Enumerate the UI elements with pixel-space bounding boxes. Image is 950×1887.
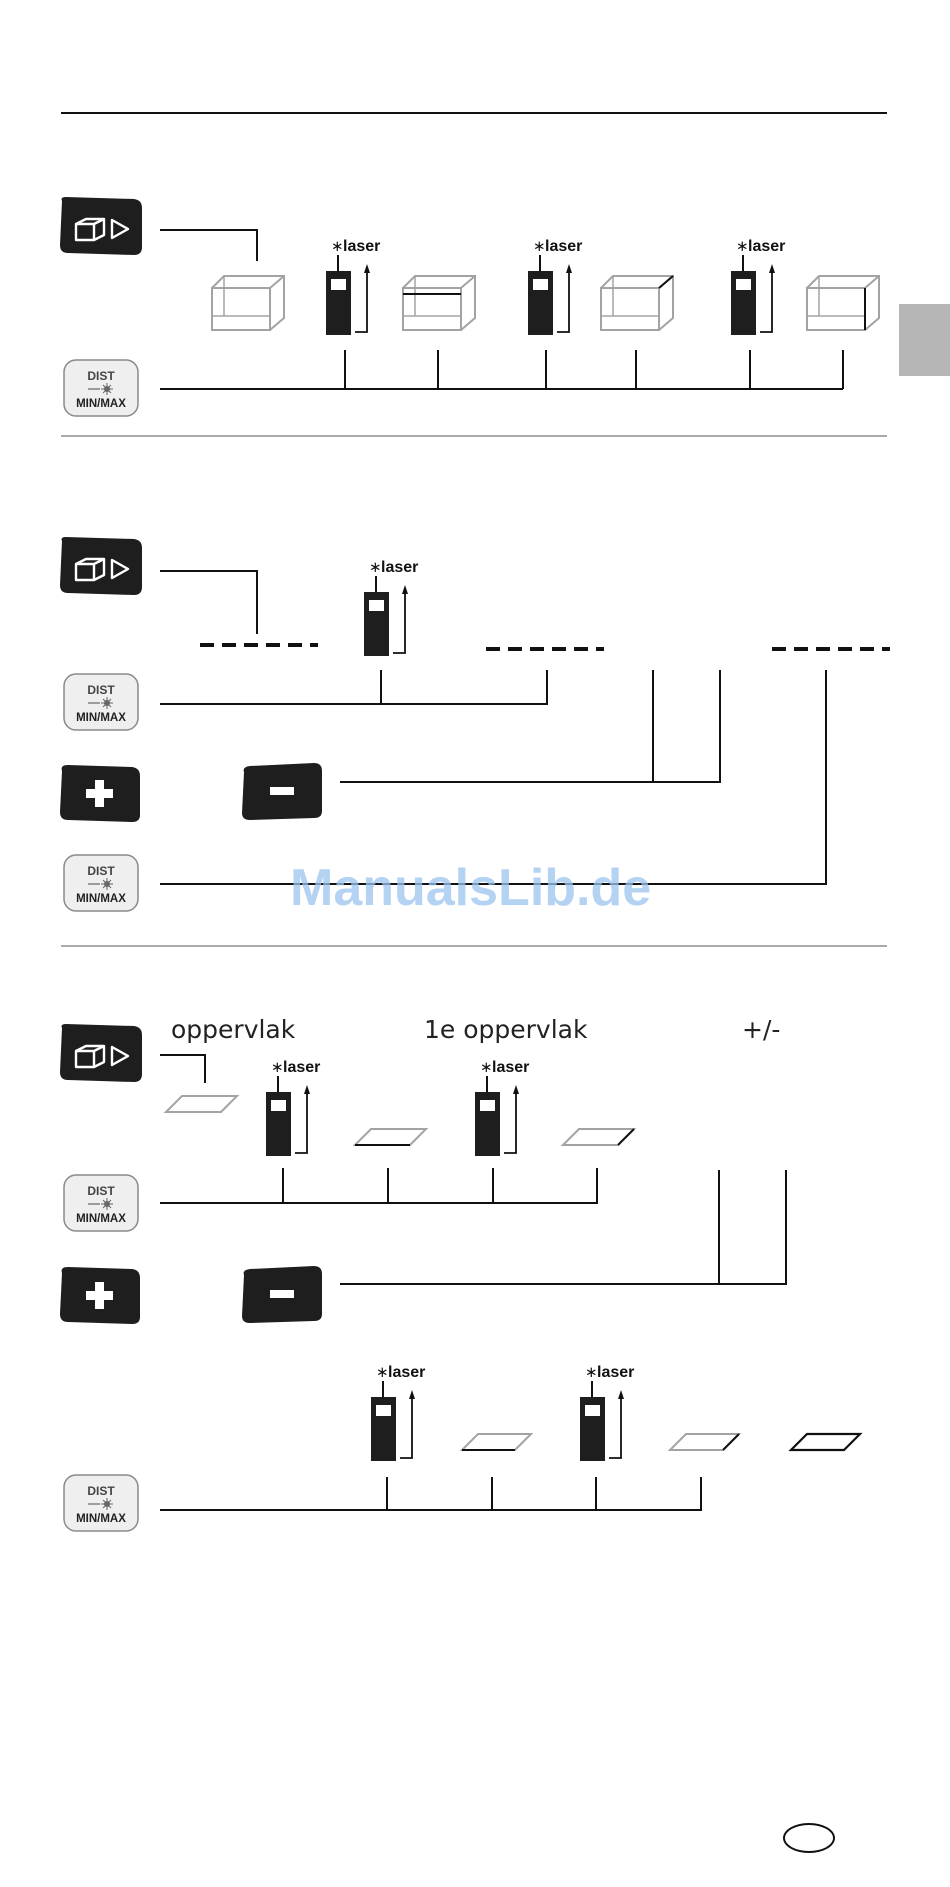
watermark: ManualsLib.de xyxy=(290,858,651,918)
volume-box-icon xyxy=(807,276,879,330)
plus-button xyxy=(60,765,140,822)
volume-box-icon xyxy=(212,276,284,330)
dist-minmax-button xyxy=(64,1175,138,1231)
country-badge xyxy=(783,1823,835,1853)
laser-device-icon xyxy=(475,1059,529,1156)
first-area-label: 1e oppervlak xyxy=(424,1015,587,1044)
dist-minmax-button xyxy=(64,674,138,730)
plus-button xyxy=(60,1267,140,1324)
dist-minmax-button xyxy=(64,1475,138,1531)
plus-minus-label: +/- xyxy=(742,1015,780,1044)
minus-button xyxy=(242,763,322,820)
dist-minmax-button xyxy=(64,855,138,911)
minus-button xyxy=(242,1266,322,1323)
area-label: oppervlak xyxy=(171,1015,295,1044)
laser-device-icon xyxy=(364,559,418,656)
laser-device-icon xyxy=(266,1059,320,1156)
language-tab xyxy=(899,304,950,376)
mode-button xyxy=(60,197,142,255)
laser-device-icon xyxy=(528,238,582,335)
laser-device-icon xyxy=(580,1364,634,1461)
volume-box-icon xyxy=(403,276,475,330)
laser-device-icon xyxy=(371,1364,425,1461)
laser-device-icon xyxy=(326,238,380,335)
dist-minmax-button xyxy=(64,360,138,416)
mode-button xyxy=(60,537,142,595)
mode-button xyxy=(60,1024,142,1082)
laser-device-icon xyxy=(731,238,785,335)
